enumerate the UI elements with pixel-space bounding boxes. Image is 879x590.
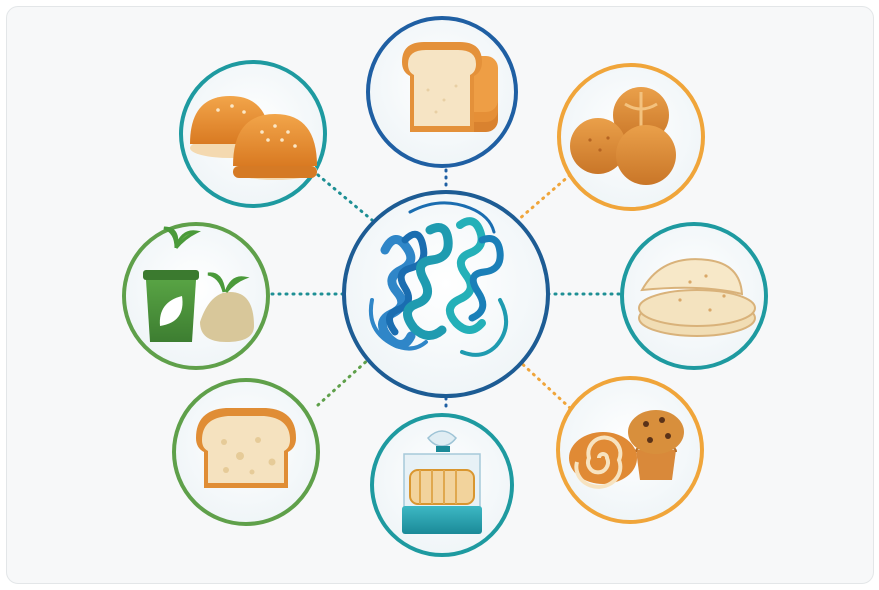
node-compost-waste (122, 222, 270, 370)
connector-bread-rolls (516, 173, 572, 222)
node-packaged-bread (370, 413, 514, 557)
node-bread-rolls (557, 63, 705, 211)
cinnamon-roll-muffin-icon (569, 410, 684, 489)
bread-rolls-icon (570, 87, 676, 185)
node-burger-buns (179, 60, 327, 208)
hub-protein (342, 190, 550, 398)
node-bread-loaf (172, 378, 320, 526)
node-sweet-pastries (556, 376, 704, 524)
connector-bread-loaf (316, 356, 372, 407)
connectors (270, 168, 624, 414)
burger-buns-icon (190, 96, 317, 180)
tortillas-icon (638, 258, 756, 337)
connector-burger-buns (316, 173, 374, 222)
sliced-bread-icon (402, 42, 498, 132)
node-sliced-bread (366, 16, 518, 168)
bread-loaf-icon (196, 408, 296, 488)
protein-structure-icon (369, 201, 508, 357)
packaged-bread-icon (402, 430, 482, 534)
node-tortillas (620, 222, 768, 370)
compost-bin-icon (143, 226, 254, 342)
connector-sweet-pastries (516, 358, 572, 410)
